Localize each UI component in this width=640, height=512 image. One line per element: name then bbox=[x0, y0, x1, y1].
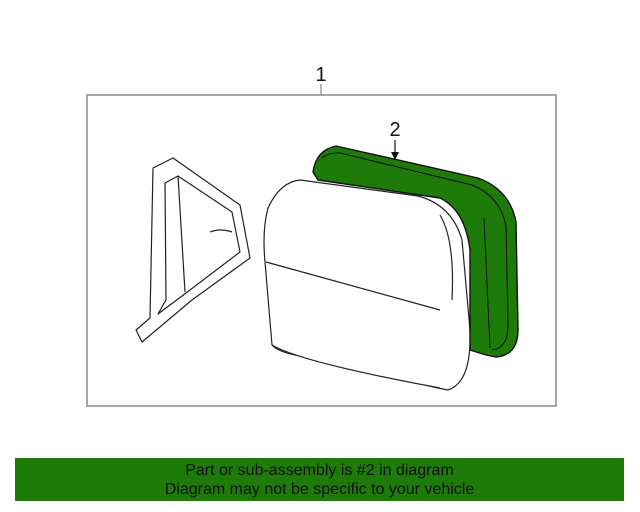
part-info-banner: Part or sub-assembly is #2 in diagram Di… bbox=[15, 458, 624, 501]
callout-2-label: 2 bbox=[389, 119, 400, 141]
mirror-mount bbox=[135, 157, 251, 343]
mirror-housing bbox=[263, 179, 471, 391]
callout-2-arrowhead bbox=[391, 152, 399, 160]
mirror-glass-part bbox=[312, 145, 519, 358]
banner-line-disclaimer: Diagram may not be specific to your vehi… bbox=[164, 481, 475, 498]
callout-1-label: 1 bbox=[315, 64, 326, 86]
banner-line-part: Part or sub-assembly is #2 in diagram bbox=[185, 462, 454, 479]
